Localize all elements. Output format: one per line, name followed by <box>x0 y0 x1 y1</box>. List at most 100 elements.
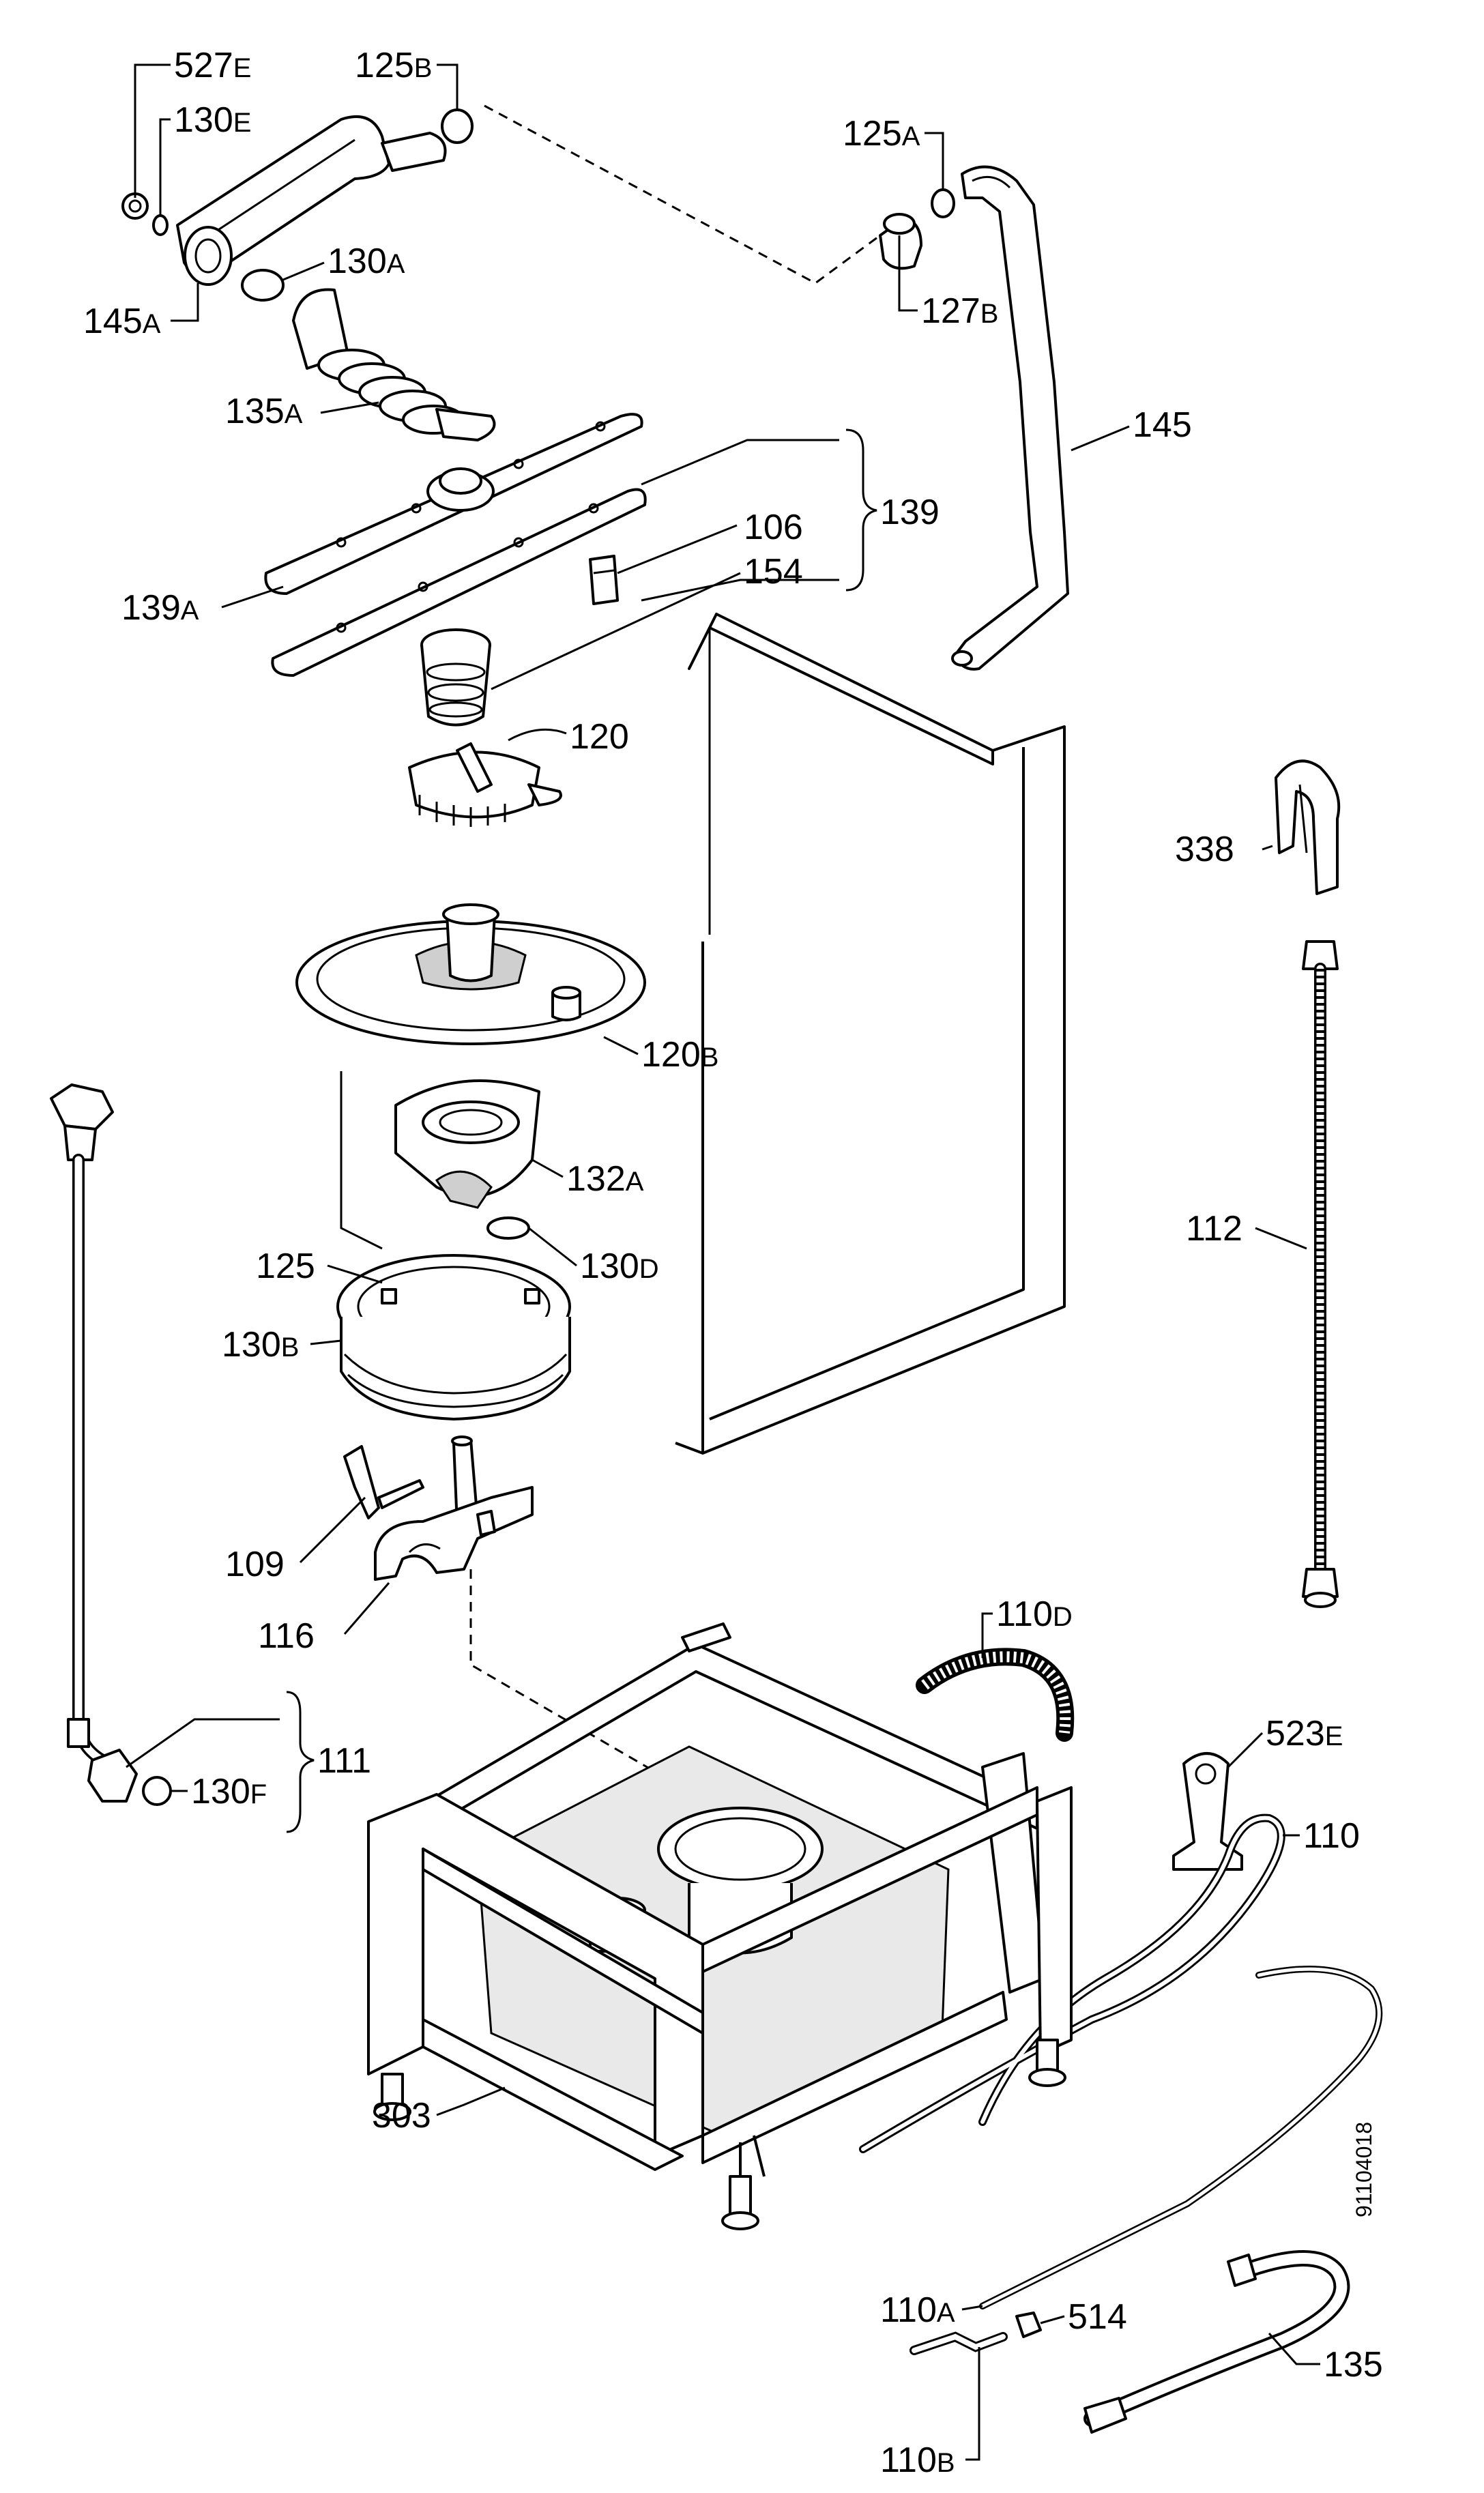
label-110b: 110B <box>880 2440 955 2480</box>
part-labels: 527E 125B 130E 130A 145A 135A 125A 127B … <box>83 46 1383 2480</box>
leader-303 <box>436 2086 506 2116</box>
label-523e: 523E <box>1266 1714 1343 1753</box>
part-338-hook <box>1275 759 1341 895</box>
part-130f-washer <box>142 1776 172 1806</box>
leader-139-top <box>641 439 839 486</box>
leader-130a <box>282 261 325 281</box>
leader-125a <box>925 132 944 191</box>
label-125a: 125A <box>843 114 920 154</box>
part-130d-oring <box>486 1216 530 1240</box>
leader-523e <box>1227 1732 1264 1768</box>
part-106-clip <box>589 555 619 605</box>
leader-110d <box>981 1612 993 1658</box>
leader-112 <box>1255 1227 1307 1250</box>
leader-130d <box>528 1227 577 1267</box>
label-125: 125 <box>256 1246 315 1286</box>
leader-127b <box>898 235 918 312</box>
leader-106 <box>617 524 738 574</box>
label-130e: 130E <box>174 100 251 140</box>
label-145a: 145A <box>83 302 161 341</box>
leader-120b <box>603 1036 639 1055</box>
label-120b: 120B <box>641 1035 718 1075</box>
part-130b-gasket <box>340 1317 571 1420</box>
part-514-nut <box>1015 2312 1042 2338</box>
part-135-hose <box>1083 2250 1350 2434</box>
label-303: 303 <box>372 2096 431 2135</box>
label-132a: 132A <box>566 1159 644 1199</box>
label-145: 145 <box>1133 405 1192 445</box>
bracket-139 <box>845 428 877 592</box>
label-135a: 135A <box>225 392 303 431</box>
leader-139a <box>221 585 284 609</box>
part-111-inlet-hose <box>50 1083 172 1806</box>
diagram-id: 91104018 <box>1352 2122 1376 2217</box>
part-110d-drain-hose <box>916 1648 1075 1742</box>
part-130e-oring <box>152 214 169 236</box>
label-135: 135 <box>1324 2345 1383 2385</box>
part-120-filter <box>408 742 562 827</box>
leader-145 <box>1071 425 1130 452</box>
label-514: 514 <box>1068 2297 1127 2337</box>
leader-lines <box>126 63 1320 2461</box>
label-130a: 130A <box>328 242 405 281</box>
part-145a-upper-arm-tube <box>176 115 447 286</box>
part-125b-seal <box>441 108 474 144</box>
assembly-bracket-left <box>340 1071 383 1250</box>
leader-109 <box>299 1496 366 1564</box>
label-338: 338 <box>1175 830 1234 869</box>
label-110a: 110A <box>880 2290 955 2330</box>
label-127b: 127B <box>921 291 998 331</box>
leader-116 <box>343 1582 390 1635</box>
leader-130b <box>310 1339 342 1345</box>
leader-135 <box>1268 2333 1320 2365</box>
leader-132a <box>532 1158 564 1178</box>
part-130a-oring <box>241 269 285 302</box>
part-116-connector <box>374 1435 534 1581</box>
part-154-bearing <box>420 628 491 727</box>
tub-outline <box>675 613 1066 1455</box>
leader-514 <box>1040 2315 1065 2324</box>
label-116: 116 <box>258 1616 315 1656</box>
label-109: 109 <box>225 1545 285 1584</box>
part-303-base-frame <box>367 1622 1073 2230</box>
part-125a-oring <box>931 188 955 218</box>
leader-120 <box>508 728 567 742</box>
label-154: 154 <box>744 552 803 592</box>
label-112: 112 <box>1186 1209 1242 1249</box>
part-112-supply-hose <box>1302 940 1339 1608</box>
leader-111-top <box>126 1718 280 1768</box>
label-111: 111 <box>317 1741 371 1781</box>
label-125b: 125B <box>355 46 432 85</box>
label-110: 110 <box>1303 1816 1360 1856</box>
label-130d: 130D <box>580 1246 659 1286</box>
label-139: 139 <box>880 493 940 532</box>
leader-110a <box>961 2305 983 2311</box>
label-106: 106 <box>744 508 803 547</box>
leader-135a <box>320 401 379 414</box>
part-120b-filter-disk <box>295 903 646 1045</box>
part-135a-bellows <box>292 288 496 441</box>
label-130b: 130B <box>222 1325 299 1365</box>
leader-125b <box>437 63 459 111</box>
part-132a-sump-cover <box>394 1079 540 1209</box>
leader-125 <box>327 1264 383 1284</box>
leader-527e <box>134 63 171 198</box>
part-145-spray-pipe <box>879 165 1069 671</box>
part-109-clip <box>343 1445 424 1519</box>
leader-145a <box>171 283 199 322</box>
part-523e-bracket <box>1172 1752 1243 1871</box>
parts-drawing <box>50 104 1383 2434</box>
label-527e: 527E <box>174 46 251 85</box>
leader-130e <box>159 118 171 217</box>
leader-154 <box>491 572 741 690</box>
leader-110b <box>965 2347 980 2461</box>
label-139a: 139A <box>121 588 199 628</box>
leader-139-bottom <box>641 579 839 602</box>
part-139a-lower-spray-arm <box>264 413 647 677</box>
label-130f: 130F <box>191 1772 267 1811</box>
leader-338 <box>1262 845 1273 851</box>
assembly-line-upper <box>484 104 881 285</box>
label-120: 120 <box>570 717 629 757</box>
bracket-111 <box>286 1691 315 1833</box>
